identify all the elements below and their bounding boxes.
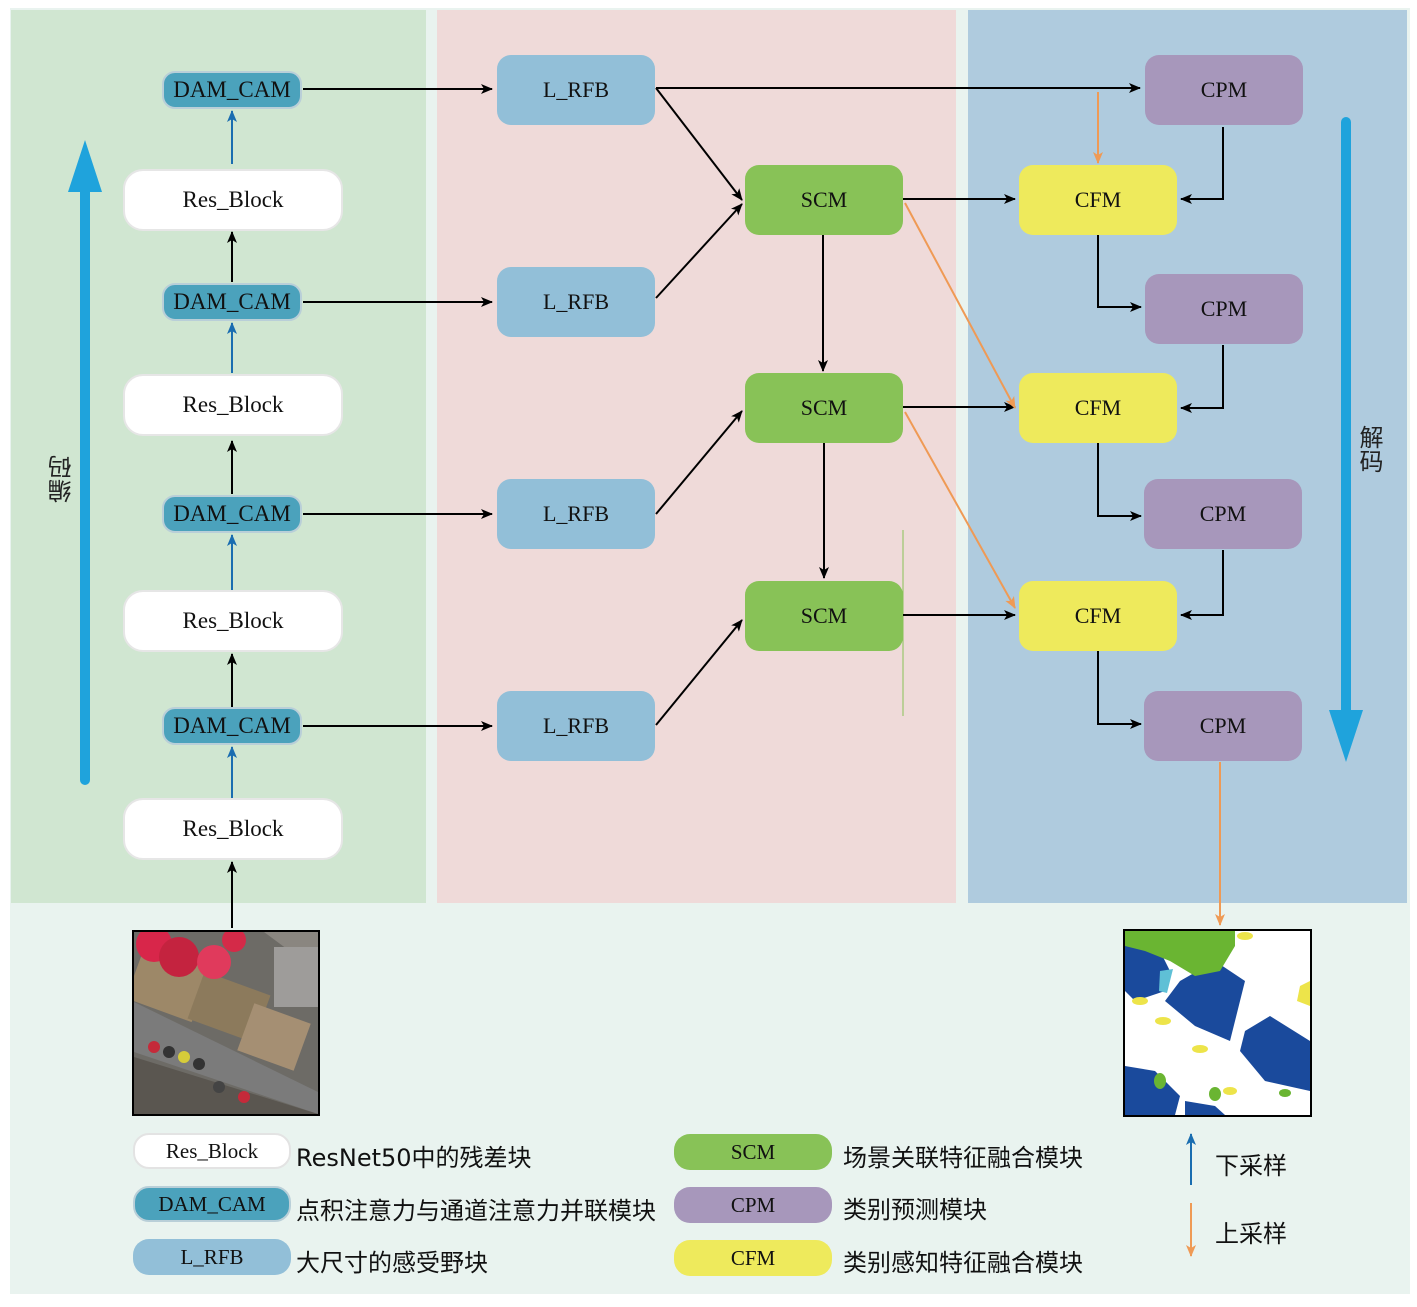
legend-desc-downsample: 下采样 — [1215, 1152, 1287, 1180]
legend-desc-dam-cam: 点积注意力与通道注意力并联模块 — [296, 1197, 656, 1225]
skip-edges — [303, 84, 493, 731]
l-rfb-node-1: L_RFB — [497, 691, 655, 761]
cpm-node-2: CPM — [1145, 274, 1303, 344]
dam-cam-node-4: DAM_CAM — [162, 71, 302, 109]
cpm-node-4: CPM — [1144, 691, 1302, 761]
legend-chip-cpm: CPM — [674, 1187, 832, 1223]
output-segmentation-image — [1123, 929, 1312, 1117]
res-block-node-2: Res_Block — [123, 590, 343, 652]
legend-desc-cpm: 类别预测模块 — [843, 1196, 987, 1224]
l-rfb-node-2: L_RFB — [497, 479, 655, 549]
encoder-label: 编码 — [48, 455, 76, 503]
legend-desc-scm: 场景关联特征融合模块 — [843, 1144, 1083, 1172]
decoder-label: 解码 — [1355, 425, 1383, 473]
decoder-edges — [1097, 127, 1224, 729]
input-aerial-image — [132, 930, 320, 1116]
legend-chip-scm: SCM — [674, 1134, 832, 1170]
legend-desc-cfm: 类别感知特征融合模块 — [843, 1249, 1083, 1277]
segmentation-map-graphic — [1125, 931, 1310, 1115]
encoder-direction-arrow — [68, 140, 102, 785]
legend-chip-dam-cam: DAM_CAM — [133, 1186, 291, 1222]
legend-chip-cfm: CFM — [674, 1240, 832, 1276]
l-rfb-node-3: L_RFB — [497, 267, 655, 337]
aerial-image-graphic — [134, 932, 318, 1114]
res-block-node-1: Res_Block — [123, 798, 343, 860]
legend-desc-res-block: ResNet50中的残差块 — [296, 1144, 532, 1172]
legend-chip-res-block: Res_Block — [133, 1133, 291, 1169]
fusion-edges — [655, 83, 1141, 726]
scm-to-cfm-edges — [903, 194, 1016, 620]
l-rfb-node-4: L_RFB — [497, 55, 655, 125]
scm-node-3: SCM — [745, 581, 903, 651]
decoder-direction-arrow — [1329, 117, 1363, 762]
res-block-node-3: Res_Block — [123, 374, 343, 436]
dam-cam-node-3: DAM_CAM — [162, 283, 302, 321]
cfm-node-1: CFM — [1019, 165, 1177, 235]
scm-node-1: SCM — [745, 165, 903, 235]
legend-desc-upsample: 上采样 — [1215, 1220, 1287, 1248]
res-block-node-4: Res_Block — [123, 169, 343, 231]
legend-desc-l-rfb: 大尺寸的感受野块 — [296, 1249, 488, 1277]
dam-cam-node-2: DAM_CAM — [162, 495, 302, 533]
cfm-node-2: CFM — [1019, 373, 1177, 443]
scm-node-2: SCM — [745, 373, 903, 443]
upsample-edges — [904, 92, 1225, 926]
legend-chip-l-rfb: L_RFB — [133, 1239, 291, 1275]
cpm-node-3: CPM — [1144, 479, 1302, 549]
cfm-node-3: CFM — [1019, 581, 1177, 651]
cpm-node-1: CPM — [1145, 55, 1303, 125]
dam-cam-node-1: DAM_CAM — [162, 707, 302, 745]
